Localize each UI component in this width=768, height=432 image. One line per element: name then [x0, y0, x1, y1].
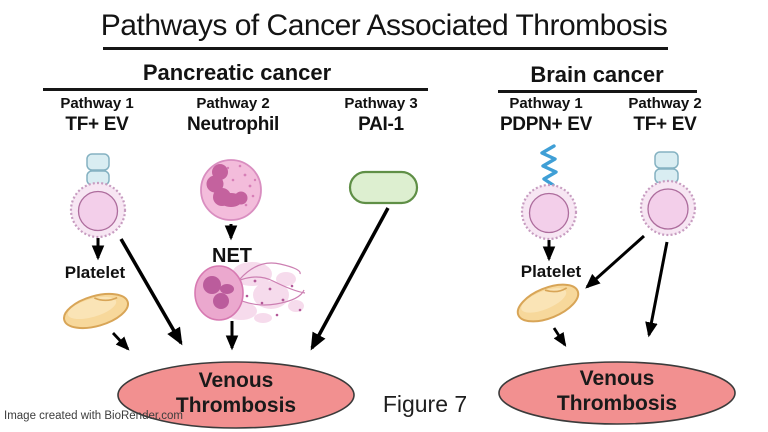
pathway-label: Pathway 2 [628, 95, 702, 112]
neutrophil-icon [200, 159, 262, 221]
pathway-column-brain-1: Pathway 1 PDPN+ EV [481, 95, 611, 135]
pathway-molecule: Neutrophil [187, 113, 279, 135]
pdpn-ev-icon-brain [520, 144, 578, 241]
pai1-icon [348, 170, 419, 205]
outcome-line2: Thrombosis [175, 394, 297, 417]
section-header-pancreatic: Pancreatic cancer [142, 60, 332, 85]
pathway-label: Pathway 2 [196, 95, 270, 112]
neutrophil-granules [226, 164, 257, 207]
section-underline-pancreatic [43, 88, 428, 91]
biorender-credit: Image created with BioRender.com [4, 410, 183, 422]
arrow-tfev-to-platelet-brain [585, 234, 646, 289]
arrow-tfev-to-thrombosis-brain [645, 241, 669, 338]
pdpn-squiggle-icon [540, 144, 558, 196]
arrow-platelet-to-thrombosis-pancreatic [111, 332, 130, 351]
pathway-molecule: TF+ EV [633, 113, 697, 135]
figure-number-label: Figure 7 [382, 391, 468, 417]
pathway-column-pancreatic-2: Pathway 2 Neutrophil [168, 95, 298, 135]
net-icon [194, 262, 306, 323]
pathway-column-brain-2: Pathway 2 TF+ EV [600, 95, 730, 135]
platelet-icon-brain [516, 283, 580, 323]
arrow-tfev-to-thrombosis [119, 238, 183, 346]
pathway-column-pancreatic-1: Pathway 1 TF+ EV [32, 95, 162, 135]
net-strands [227, 262, 306, 306]
platelet-label-brain: Platelet [520, 262, 582, 281]
outcome-line2: Thrombosis [556, 392, 678, 415]
pathway-label: Pathway 1 [509, 95, 583, 112]
pathway-molecule: TF+ EV [65, 113, 129, 135]
venous-thrombosis-text-pancreatic: Venous Thrombosis [126, 368, 346, 418]
platelet-icon-pancreatic [63, 292, 129, 330]
vesicle-body [647, 188, 689, 230]
tf-receptor-icon [86, 153, 110, 171]
venous-thrombosis-ellipse-pancreatic [117, 361, 355, 429]
netting-cell-body [194, 265, 244, 321]
tf-receptor-icon [654, 168, 679, 184]
vesicle-body [77, 190, 119, 232]
section-underline-brain [498, 90, 697, 93]
netting-cell-nucleus [203, 276, 234, 309]
pathway-molecule: PDPN+ EV [499, 113, 593, 135]
net-label: NET [212, 245, 252, 267]
vesicle-body [528, 192, 570, 234]
venous-thrombosis-ellipse-brain [498, 361, 736, 425]
pathway-label: Pathway 3 [344, 95, 418, 112]
tf-ev-icon-brain [639, 151, 697, 237]
tf-ev-icon-pancreatic [69, 153, 127, 239]
arrow-platelet-to-thrombosis-brain [552, 327, 567, 347]
outcome-line1: Venous [198, 369, 274, 392]
pathway-column-pancreatic-3: Pathway 3 PAI-1 [316, 95, 446, 135]
pathway-label: Pathway 1 [60, 95, 134, 112]
neutrophil-nucleus [206, 164, 248, 207]
page-title: Pathways of Cancer Associated Thrombosis [100, 9, 668, 42]
title-underline [103, 47, 668, 50]
net-dots [245, 279, 302, 317]
venous-thrombosis-text-brain: Venous Thrombosis [507, 366, 727, 416]
platelet-label-pancreatic: Platelet [64, 263, 126, 282]
pathway-molecule: PAI-1 [358, 113, 404, 135]
section-header-brain: Brain cancer [530, 62, 664, 87]
arrow-pai1-to-thrombosis [310, 207, 390, 351]
tf-receptor-icon [654, 151, 679, 169]
outcome-line1: Venous [579, 367, 655, 390]
